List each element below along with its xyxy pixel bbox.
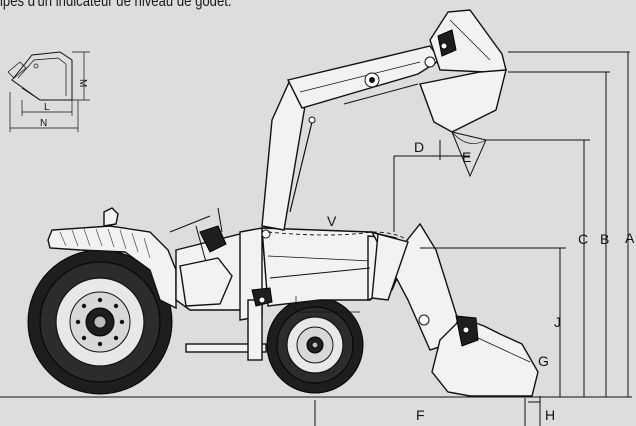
- label-c: C: [578, 231, 588, 247]
- label-e: E: [462, 149, 471, 165]
- inset-label-n: N: [40, 118, 47, 129]
- label-h: H: [545, 407, 555, 423]
- inset-label-l: L: [44, 102, 50, 113]
- bucket-inset: M L N: [7, 51, 90, 132]
- front-wheel: [266, 296, 364, 394]
- label-j: J: [554, 314, 561, 330]
- raised-bucket: [419, 9, 507, 178]
- label-g: G: [538, 353, 549, 369]
- label-d: D: [414, 139, 424, 155]
- label-f: F: [416, 407, 425, 423]
- label-b: B: [600, 231, 609, 247]
- label-v: V: [327, 213, 337, 229]
- rear-wheel: [27, 249, 173, 395]
- inset-label-m: M: [77, 79, 88, 87]
- caption-text: ipés d'un indicateur de niveau de godet.: [0, 0, 232, 10]
- lowered-bucket: [370, 222, 539, 397]
- label-a: A: [625, 230, 635, 246]
- level-indicator-dash: [267, 231, 405, 239]
- dimension-lines: [314, 51, 632, 426]
